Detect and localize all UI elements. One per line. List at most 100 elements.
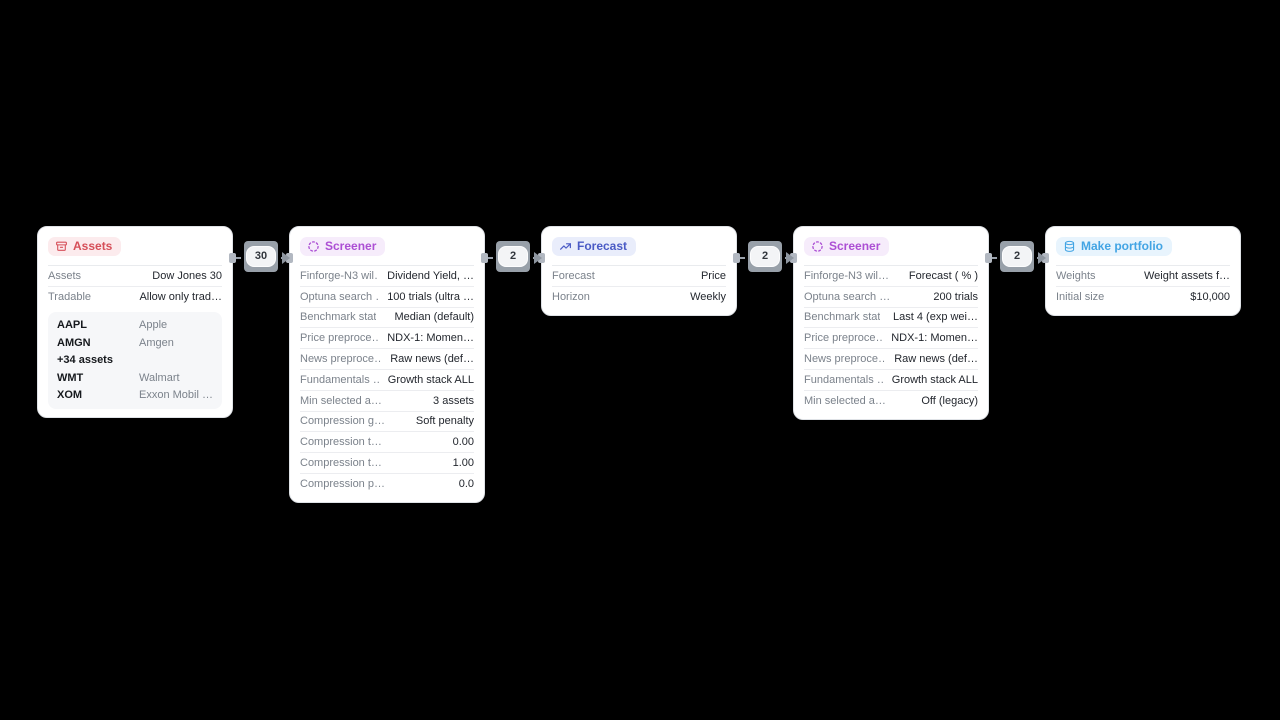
param-label: Compression t… <box>300 457 382 470</box>
node-screener-2[interactable]: Screener Finforge-N3 wil… Forecast ( % )… <box>793 226 989 420</box>
param-label: News preproce… <box>300 353 383 366</box>
asset-list-item: WMT Walmart <box>57 369 213 387</box>
param-row: Compression t… 0.00 <box>300 432 474 454</box>
param-value: NDX-1: Momen… <box>387 332 474 345</box>
asset-name: Amgen <box>139 336 174 349</box>
edge-count-badge[interactable]: 2 <box>750 246 780 267</box>
param-value: Dividend Yield, … <box>387 269 474 282</box>
asset-ticker: XOM <box>57 389 83 402</box>
param-row: Horizon Weekly <box>552 287 726 307</box>
edge-label[interactable]: 2 <box>496 241 530 272</box>
param-label: Min selected a… <box>300 394 382 407</box>
node-header: Forecast <box>552 234 726 266</box>
param-label: Compression t… <box>300 436 382 449</box>
edge-assets-to-screener-1: 30 <box>229 241 293 272</box>
node-forecast[interactable]: Forecast Forecast Price Horizon Weekly <box>541 226 737 316</box>
param-row: Price preproce… NDX-1: Momen… <box>300 328 474 350</box>
asset-list-item: AMGN Amgen <box>57 334 213 352</box>
source-handle[interactable] <box>985 253 992 263</box>
node-title-pill: Assets <box>48 237 122 256</box>
edge-arrowhead-icon <box>786 252 794 264</box>
param-label: Price preproce… <box>804 332 884 345</box>
param-row: Compression g… Soft penalty <box>300 412 474 433</box>
source-handle[interactable] <box>733 253 740 263</box>
param-value: 1.00 <box>452 457 474 470</box>
param-label: Min selected a… <box>804 394 886 407</box>
param-label: Tradable <box>48 290 92 303</box>
param-label: Assets <box>48 269 82 282</box>
param-label: Forecast <box>552 269 595 282</box>
param-row: Optuna search … 100 trials (ultra … <box>300 287 474 308</box>
node-title-pill: Screener <box>300 237 386 256</box>
param-value: Soft penalty <box>415 415 474 428</box>
node-rows: Assets Dow Jones 30 Tradable Allow only … <box>48 266 222 307</box>
param-row: Min selected a… Off (legacy) <box>804 391 978 411</box>
param-row: News preproce… Raw news (def… <box>300 349 474 370</box>
edge-arrowhead-icon <box>282 252 290 264</box>
param-value: Growth stack ALL <box>891 373 978 386</box>
node-title-pill: Screener <box>804 237 890 256</box>
node-header: Screener <box>300 234 474 266</box>
node-title-pill: Make portfolio <box>1056 237 1173 256</box>
asset-ticker: AMGN <box>57 336 91 349</box>
asset-ticker: WMT <box>57 371 84 384</box>
param-label: News preproce… <box>804 353 887 366</box>
param-label: Benchmark stat <box>300 311 377 324</box>
node-rows: Weights Weight assets f… Initial size $1… <box>1056 266 1230 307</box>
edge-screener-2-to-make-portfolio: 2 <box>985 241 1049 272</box>
edge-count-badge[interactable]: 2 <box>498 246 528 267</box>
param-row: Tradable Allow only trad… <box>48 287 222 307</box>
param-row: Initial size $10,000 <box>1056 287 1230 307</box>
asset-ticker: +34 assets <box>57 354 113 367</box>
edge-count-badge[interactable]: 2 <box>1002 246 1032 267</box>
edge-label[interactable]: 2 <box>1000 241 1034 272</box>
param-value: 100 trials (ultra … <box>387 290 474 303</box>
node-title: Screener <box>325 239 377 253</box>
source-handle[interactable] <box>481 253 488 263</box>
param-label: Optuna search … <box>300 290 380 303</box>
param-value: 0.00 <box>452 436 474 449</box>
database-icon <box>1063 240 1076 253</box>
param-value: Price <box>700 269 726 282</box>
asset-ticker: AAPL <box>57 319 87 332</box>
node-title: Make portfolio <box>1081 239 1164 253</box>
asset-list-item: XOM Exxon Mobil … <box>57 387 213 405</box>
param-value: Last 4 (exp wei… <box>893 311 978 324</box>
node-make-portfolio[interactable]: Make portfolio Weights Weight assets f… … <box>1045 226 1241 316</box>
bank-icon <box>55 240 68 253</box>
node-rows: Finforge-N3 wil… Dividend Yield, … Optun… <box>300 266 474 494</box>
param-label: Fundamentals … <box>804 373 884 386</box>
param-label: Price preproce… <box>300 332 380 345</box>
param-value: Weight assets f… <box>1144 269 1230 282</box>
node-title: Assets <box>73 239 113 253</box>
source-handle[interactable] <box>229 253 236 263</box>
param-label: Weights <box>1056 269 1096 282</box>
param-row: Optuna search … 200 trials <box>804 287 978 308</box>
param-value: Median (default) <box>394 311 475 324</box>
param-label: Finforge-N3 wil… <box>804 269 889 282</box>
edge-arrowhead-icon <box>1038 252 1046 264</box>
node-header: Assets <box>48 234 222 266</box>
edge-label[interactable]: 30 <box>244 241 278 272</box>
param-row: Price preproce… NDX-1: Momen… <box>804 328 978 350</box>
param-row: News preproce… Raw news (def… <box>804 349 978 370</box>
node-rows: Finforge-N3 wil… Forecast ( % ) Optuna s… <box>804 266 978 411</box>
edge-arrowhead-icon <box>534 252 542 264</box>
asset-name: Walmart <box>139 371 180 384</box>
param-row: Finforge-N3 wil… Dividend Yield, … <box>300 266 474 287</box>
param-value: Dow Jones 30 <box>152 269 222 282</box>
edge-screener-1-to-forecast: 2 <box>481 241 545 272</box>
node-assets[interactable]: Assets Assets Dow Jones 30 Tradable Allo… <box>37 226 233 419</box>
edge-label[interactable]: 2 <box>748 241 782 272</box>
param-value: $10,000 <box>1190 290 1230 303</box>
node-title-pill: Forecast <box>552 237 637 256</box>
param-value: 3 assets <box>433 394 474 407</box>
param-row: Fundamentals … Growth stack ALL <box>300 370 474 391</box>
param-row: Compression t… 1.00 <box>300 453 474 474</box>
param-row: Benchmark stat Median (default) <box>300 308 474 329</box>
edge-count-badge[interactable]: 30 <box>246 246 276 267</box>
param-row: Fundamentals … Growth stack ALL <box>804 370 978 391</box>
node-screener-1[interactable]: Screener Finforge-N3 wil… Dividend Yield… <box>289 226 485 503</box>
dashed-circle-icon <box>307 240 320 253</box>
